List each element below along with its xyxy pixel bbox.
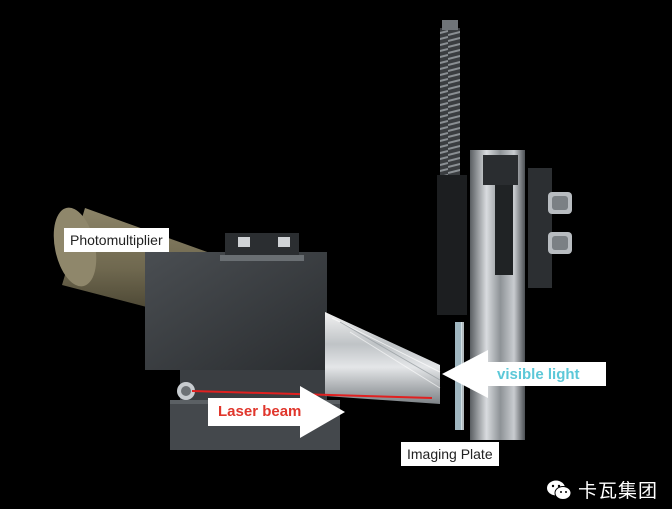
laser-beam-label: Laser beam xyxy=(218,403,302,420)
imaging-plate-label: Imaging Plate xyxy=(401,442,499,466)
watermark-text: 卡瓦集团 xyxy=(577,480,658,502)
visible-light-arrow xyxy=(442,350,606,398)
photomultiplier-label: Photomultiplier xyxy=(64,228,169,252)
watermark: 卡瓦集团 xyxy=(546,476,658,503)
visible-light-label: visible light xyxy=(497,366,580,383)
laser-arrow xyxy=(208,386,345,438)
light-guide-cone xyxy=(325,312,441,404)
top-connector xyxy=(220,233,304,261)
wechat-icon xyxy=(546,480,572,500)
